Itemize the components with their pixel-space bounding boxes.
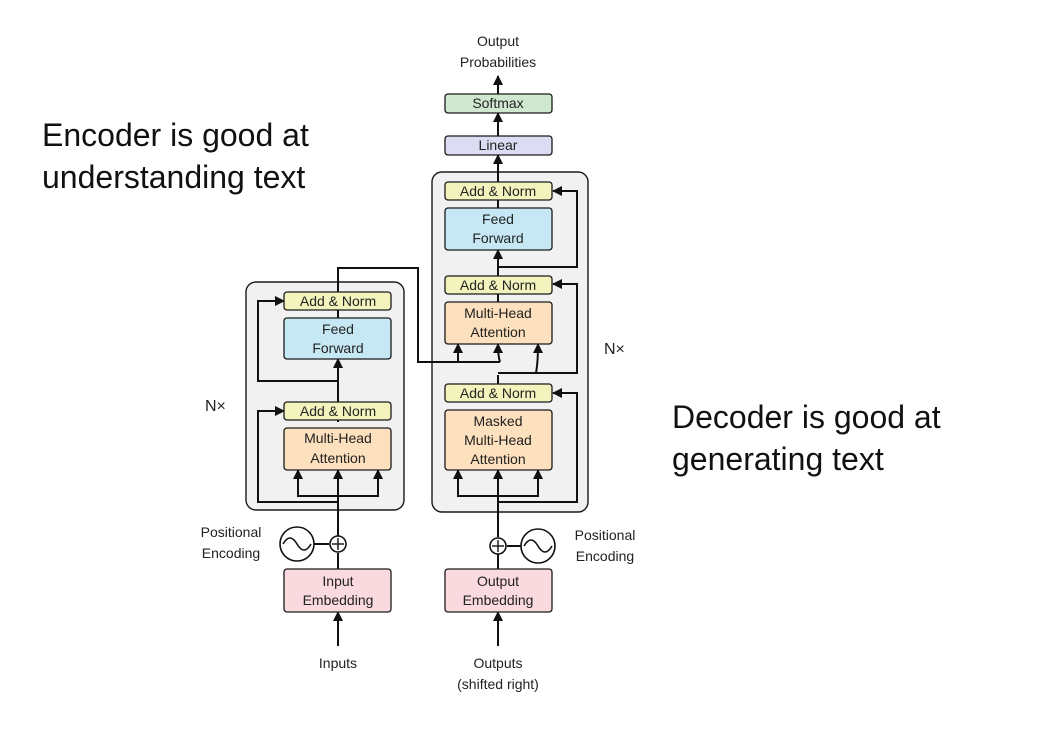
encoder-callout-line2: understanding text [42,159,306,195]
encoder-attention-line1: Multi-Head [304,430,372,446]
decoder-positional-line2: Encoding [576,548,634,564]
decoder-add-norm-bottom-label: Add & Norm [460,385,536,401]
decoder-callout: Decoder is good at generating text [672,396,941,480]
decoder-add-norm-bottom [444,383,553,403]
decoder-add-norm-mid-label: Add & Norm [460,277,536,293]
sine-wave-icon [279,526,315,562]
decoder-masked-attention [444,409,553,471]
softmax-box [444,93,553,114]
encoder-callout-line1: Encoder is good at [42,117,309,153]
decoder-masked-line3: Attention [470,451,525,467]
add-circle-icon [489,537,507,555]
decoder-feed-forward-line2: Forward [472,230,523,246]
encoder-positional-line2: Encoding [202,545,260,561]
encoder-feed-forward-line2: Forward [312,340,363,356]
encoder-add-norm-top [283,291,392,311]
linear-box [444,135,553,156]
outputs-label-line2: (shifted right) [457,676,539,692]
output-embedding [444,568,553,613]
encoder-add-norm-bottom [283,401,392,421]
decoder-callout-line1: Decoder is good at [672,399,941,435]
decoder-add-norm-mid [444,275,553,295]
encoder-stack [245,281,405,511]
encoder-add-norm-top-label: Add & Norm [300,293,376,309]
outputs-label-line1: Outputs [473,655,522,671]
decoder-masked-line1: Masked [473,413,522,429]
encoder-repeat-label: N× [205,398,226,415]
decoder-positional-line1: Positional [575,527,636,543]
input-embedding-line1: Input [322,573,353,589]
output-embedding-line2: Embedding [463,592,534,608]
encoder-add-norm-bottom-label: Add & Norm [300,403,376,419]
output-embedding-line1: Output [477,573,519,589]
decoder-callout-line2: generating text [672,441,884,477]
linear-label: Linear [479,137,518,153]
decoder-repeat-label: N× [604,341,625,358]
input-embedding-line2: Embedding [303,592,374,608]
encoder-positional-line1: Positional [201,524,262,540]
encoder-attention-line2: Attention [310,450,365,466]
connectors [257,75,578,646]
output-probabilities-line1: Output [477,33,519,49]
encoder-attention [283,427,392,471]
decoder-add-norm-top-label: Add & Norm [460,183,536,199]
decoder-feed-forward-line1: Feed [482,211,514,227]
softmax-label: Softmax [472,95,523,111]
decoder-cross-attention [444,301,553,345]
decoder-cross-attention-line1: Multi-Head [464,305,532,321]
encoder-callout: Encoder is good at understanding text [42,114,309,198]
output-probabilities-line2: Probabilities [460,54,536,70]
encoder-feed-forward [283,317,392,360]
decoder-add-norm-top [444,181,553,201]
encoder-feed-forward-line1: Feed [322,321,354,337]
inputs-label: Inputs [319,655,357,671]
sine-wave-icon [520,528,556,564]
add-circle-icon [329,535,347,553]
decoder-masked-line2: Multi-Head [464,432,532,448]
decoder-cross-attention-line2: Attention [470,324,525,340]
input-embedding [283,568,392,613]
decoder-feed-forward [444,207,553,251]
